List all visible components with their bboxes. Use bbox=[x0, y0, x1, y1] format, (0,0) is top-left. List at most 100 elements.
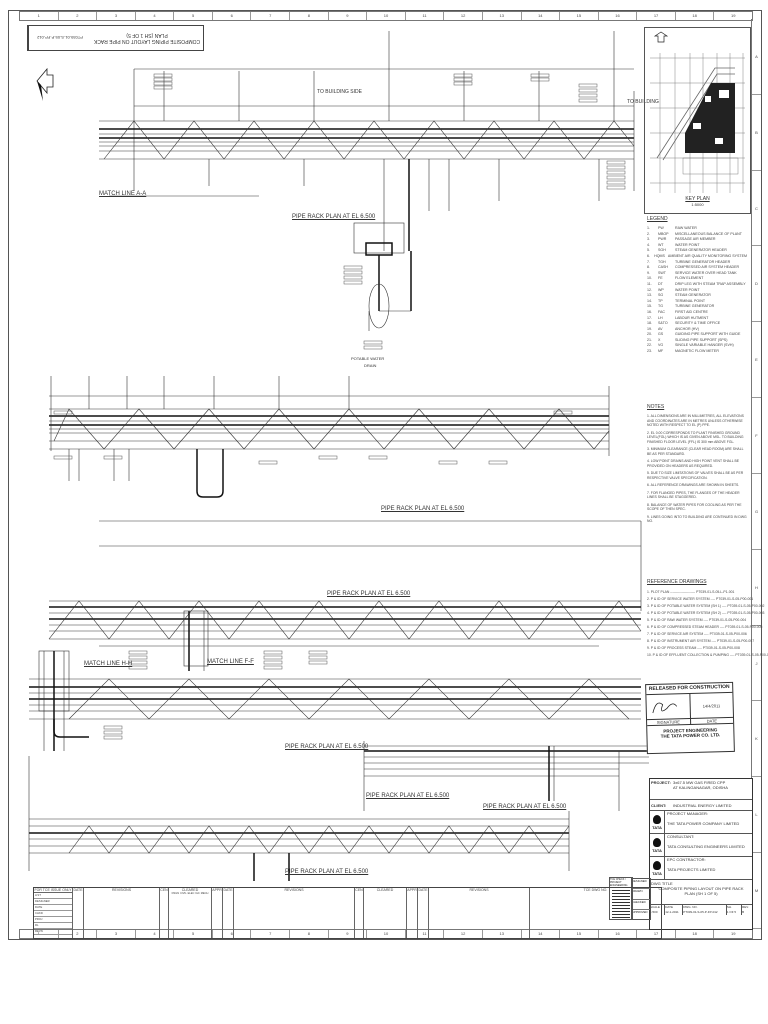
reference-drawing-item: 5. P & ID OF RAW WATER SYSTEM ---- PT039… bbox=[647, 618, 747, 622]
epc-name: TATA PROJECTS LIMITED bbox=[667, 867, 716, 872]
zone-label: M bbox=[752, 853, 761, 929]
potable-water-label: POTABLE WATER bbox=[351, 356, 385, 361]
legend-code: FAC bbox=[658, 309, 665, 314]
legend-desc: SERVICE WATER OVER HEAD TANK bbox=[675, 270, 737, 275]
legend-desc: GUIDING PIPE SUPPORT WITH GUIDE bbox=[675, 332, 741, 337]
legend-code: SGH bbox=[658, 248, 666, 253]
legend-no: 17. bbox=[647, 315, 652, 320]
zone-label: 2 bbox=[59, 12, 98, 20]
project-label: PROJECT: bbox=[651, 780, 671, 785]
drain-label: DRAIN bbox=[364, 363, 377, 368]
tce-check-text bbox=[612, 890, 630, 918]
note-item: 7. FOR FLANGED PIPES, THE FLANGES OF THE… bbox=[647, 490, 740, 500]
issue-row: DATE bbox=[34, 905, 72, 911]
legend-code: X bbox=[658, 337, 661, 342]
zone-label: 11 bbox=[406, 930, 445, 938]
tce-dwg-no-label: TCE DWG NO. bbox=[583, 888, 608, 892]
zone-label: H bbox=[752, 550, 761, 626]
legend-desc: STEAM GENERATOR HEADER bbox=[675, 248, 727, 253]
tata-logo-icon bbox=[653, 837, 661, 847]
legend-code: SWT bbox=[658, 270, 666, 275]
issue-row: REVN bbox=[34, 929, 72, 935]
rack-section-1 bbox=[99, 31, 635, 350]
stamp-signature-cell bbox=[646, 693, 691, 720]
legend-code: DT bbox=[658, 281, 663, 286]
zone-label: B bbox=[752, 95, 761, 171]
key-plan-north-icon bbox=[653, 31, 669, 43]
reference-drawing-item: 2. P & ID OF SERVICE WATER SYSTEM ---- P… bbox=[647, 597, 754, 601]
rev-value: B bbox=[742, 910, 745, 914]
dwg-title-line2: PLAN (SH 1 OF 5) bbox=[684, 891, 718, 896]
project-line2: AT KALINGANAGAR, ODISHA bbox=[673, 785, 728, 790]
legend-desc: SLIDING PIPE SUPPORT (SPS) bbox=[675, 337, 728, 342]
legend-code: SG bbox=[658, 293, 664, 298]
consultant-name: TATA CONSULTING ENGINEERS LIMITED bbox=[667, 844, 745, 849]
col-header-cleared-2: CLEARED bbox=[376, 888, 394, 892]
zone-label: J bbox=[752, 626, 761, 702]
legend-desc: TURBINE GENERATOR HEADER bbox=[675, 259, 731, 264]
tce-dwg-no-col: TCE DWG NO. bbox=[530, 888, 661, 938]
col-header-appr: APPR bbox=[212, 888, 222, 892]
zone-label: 2 bbox=[59, 930, 98, 938]
legend-code: TG bbox=[658, 304, 663, 309]
consultant-row: TATA CONSULTANT: TATA CONSULTING ENGINEE… bbox=[650, 834, 752, 857]
legend-desc: TURBINE GENERATOR bbox=[675, 304, 715, 309]
issue-row: PROJ bbox=[34, 917, 72, 923]
legend-no: 12. bbox=[647, 287, 652, 292]
zone-label: C bbox=[752, 171, 761, 247]
legend-no: 20. bbox=[647, 332, 652, 337]
consultant-label: CONSULTANT: bbox=[667, 834, 695, 839]
tata-logo: TATA bbox=[650, 837, 664, 853]
issue-row: DESIGNER bbox=[34, 899, 72, 905]
client-row: CLIENT: INDUSTRIAL ENERGY LIMITED bbox=[650, 800, 752, 811]
legend-item: 21. X SLIDING PIPE SUPPORT (SPS) bbox=[647, 338, 747, 344]
zone-label: 19 bbox=[730, 13, 736, 18]
legend-code: LH bbox=[658, 315, 663, 320]
client-label: CLIENT: bbox=[651, 802, 667, 808]
stamp-date-cell: 14/4/2011 bbox=[690, 693, 733, 718]
dwg-no-label: DWG. NO. bbox=[683, 905, 698, 909]
zone-label: A bbox=[752, 19, 761, 95]
note-item: 4. LOW POINT DRAINS AND HIGH POINT VENT … bbox=[647, 459, 740, 468]
legend-desc: ANCHOR (HV) bbox=[675, 326, 699, 331]
checked-label: CHECKED bbox=[632, 900, 650, 910]
col-header-cen-2: CEN bbox=[355, 888, 363, 892]
sub-elec: ELEC bbox=[187, 892, 195, 895]
note-item: 2. EL 0.00 CORRESPONDS TO PLANT FINISHED… bbox=[647, 430, 744, 444]
zone-label: K bbox=[752, 701, 761, 778]
rack-section-3 bbox=[48, 520, 642, 647]
date-col-3: DATE bbox=[418, 888, 429, 938]
rack-plan-label-5: PIPE RACK PLAN AT EL 6.500 bbox=[366, 793, 450, 799]
stamp-date-value: 14/4/2011 bbox=[702, 702, 721, 709]
zone-label: D bbox=[752, 246, 761, 323]
zone-label: E bbox=[752, 322, 761, 399]
zone-label: 7 bbox=[251, 12, 291, 20]
legend-no: 22. bbox=[647, 343, 652, 348]
note-item: 1. ALL DIMENSIONS ARE IN MILLIMETRES, AL… bbox=[647, 414, 744, 427]
legend-no: 21. bbox=[647, 337, 652, 342]
legend-no: 4. bbox=[647, 242, 650, 247]
dwg-title-row: DWG TITLE COMPOSITE PIPING LAYOUT ON PIP… bbox=[650, 880, 752, 905]
issue-row: CHKD bbox=[34, 911, 72, 917]
zone-label: 8 bbox=[290, 930, 329, 938]
zone-label: 9 bbox=[329, 930, 368, 938]
legend-desc: SECURITY & TIME OFFICE bbox=[675, 321, 721, 326]
legend-no: 14. bbox=[647, 298, 652, 303]
legend-no: 11. bbox=[647, 281, 652, 286]
zone-label: 5 bbox=[174, 930, 213, 938]
tata-logo-text: TATA bbox=[652, 847, 662, 853]
note-item: 9. LINES GOING INTO TO BUILDING ARE CONT… bbox=[647, 514, 747, 524]
col-header-revisions: REVISIONS bbox=[111, 888, 132, 892]
zone-label: G bbox=[752, 474, 761, 550]
